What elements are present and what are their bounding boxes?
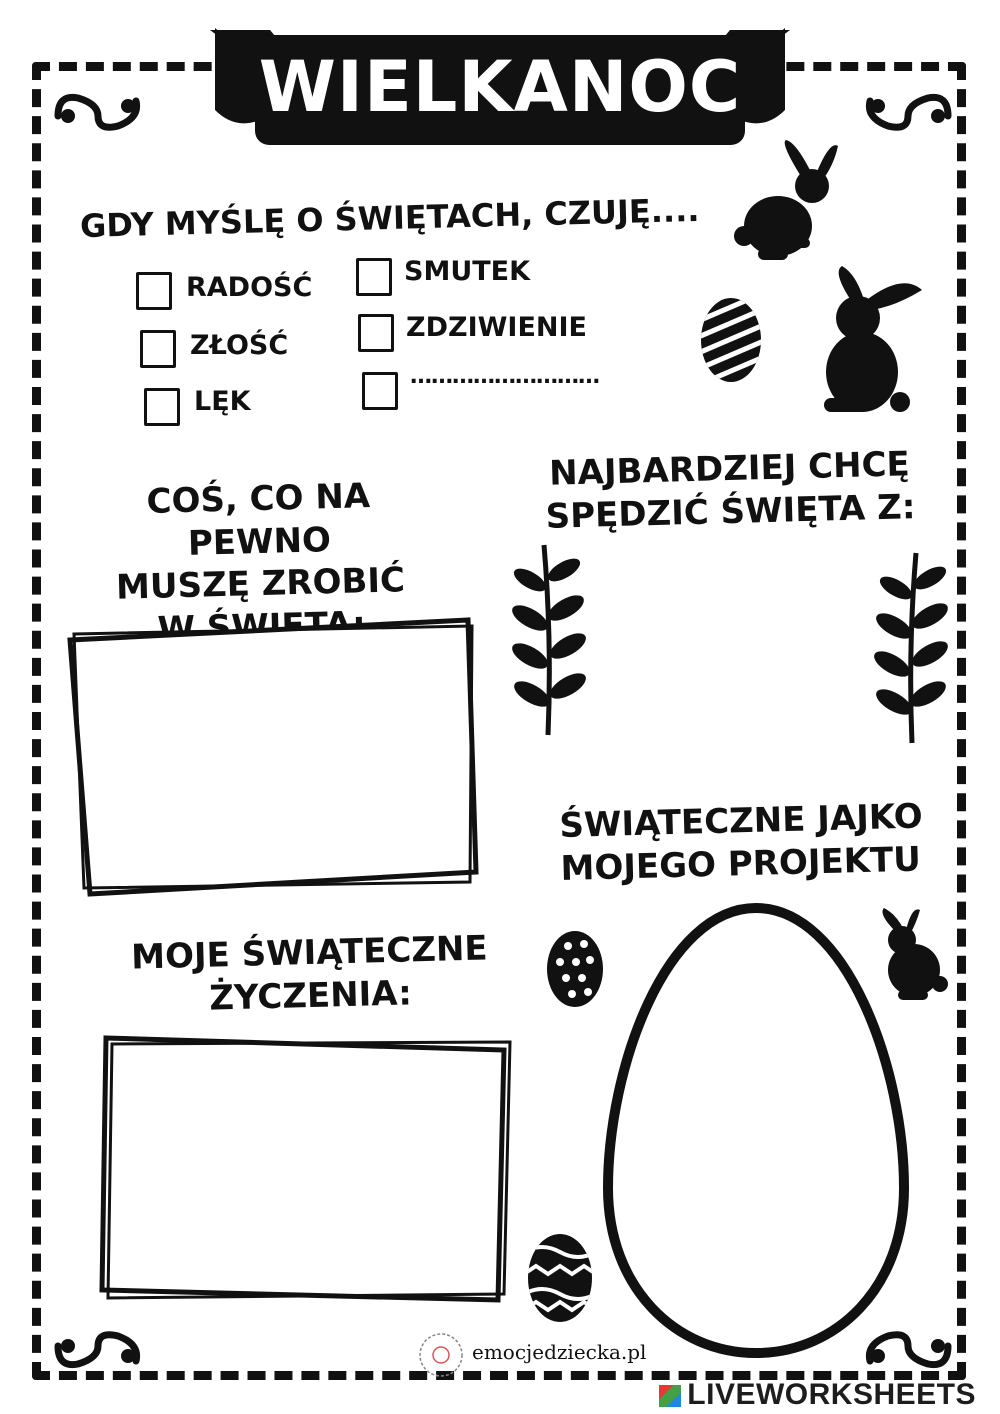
corner-flourish-icon — [865, 93, 952, 131]
corner-flourish-icon — [54, 1331, 141, 1369]
bunny-icon — [734, 140, 838, 260]
site-url: emocjedziecka.pl — [472, 1340, 647, 1364]
liveworksheets-logo-icon — [659, 1385, 682, 1408]
egg-drawing-outline[interactable] — [596, 898, 916, 1368]
page-title: WIELKANOC — [258, 46, 742, 128]
checkbox-zdziwienie[interactable] — [358, 314, 394, 352]
liveworksheets-watermark: LIVEWORKSHEETS — [659, 1378, 976, 1412]
checkbox-radosc[interactable] — [136, 272, 172, 310]
patterned-egg-icon — [528, 1234, 592, 1322]
corner-flourish-icon — [865, 1331, 952, 1369]
checkbox-lek[interactable] — [144, 388, 180, 426]
checkbox-smutek[interactable] — [356, 258, 392, 296]
egg-project-heading: ŚWIĄTECZNE JAJKO MOJEGO PROJEKTU — [559, 795, 941, 890]
emocje-dziecka-logo — [419, 1333, 463, 1377]
wishes-writing-box[interactable] — [92, 1028, 522, 1318]
striped-egg-icon — [701, 298, 761, 382]
option-label: ZŁOŚĆ — [190, 330, 289, 361]
dotted-egg-icon — [547, 931, 603, 1007]
checkbox-zlosc[interactable] — [140, 330, 176, 368]
leaf-branch-icon — [512, 544, 586, 736]
with-whom-heading: NAJBARDZIEJ CHCĘ SPĘDZIĆ ŚWIĘTA Z: — [539, 443, 921, 538]
corner-flourish-icon — [54, 93, 141, 131]
leaf-branch-icon — [874, 552, 948, 744]
option-label: SMUTEK — [404, 256, 531, 287]
option-label: LĘK — [194, 386, 251, 417]
checkbox-other[interactable] — [362, 372, 398, 410]
title-banner — [210, 28, 790, 145]
option-label: RADOŚĆ — [186, 272, 313, 303]
watermark-text: LIVEWORKSHEETS — [687, 1378, 976, 1411]
wishes-heading: MOJE ŚWIĄTECZNE ŻYCZENIA: — [129, 927, 491, 1021]
todo-writing-box[interactable] — [60, 612, 490, 902]
bunny-icon — [882, 908, 948, 1000]
other-option-blank[interactable]: ……………………… — [410, 364, 600, 389]
heading-line: COŚ, CO NA PEWNO — [146, 476, 371, 564]
option-label: ZDZIWIENIE — [406, 312, 587, 343]
bunny-icon — [824, 266, 922, 412]
